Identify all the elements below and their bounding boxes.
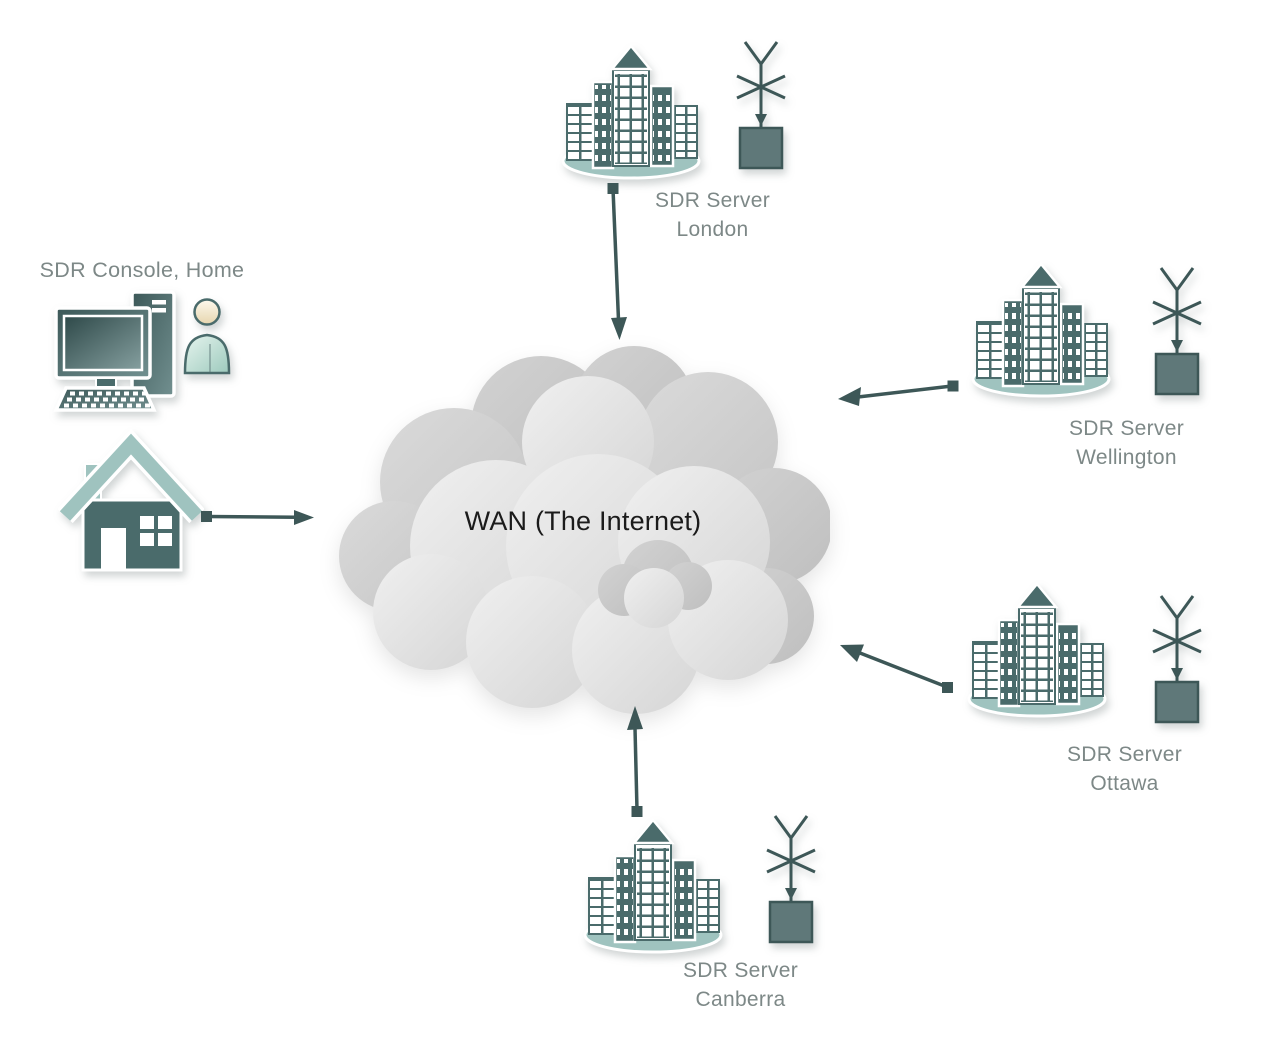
node-label-line2: Ottawa bbox=[1090, 772, 1159, 795]
console-home-label: SDR Console, Home bbox=[39, 258, 245, 282]
arrow-ottawa-to-wan bbox=[840, 644, 953, 693]
arrow-home-to-wan bbox=[201, 510, 314, 525]
node-label-line1: SDR Server bbox=[682, 959, 799, 982]
antenna-icon bbox=[1152, 595, 1202, 724]
wan-cloud bbox=[339, 346, 830, 714]
city-icon bbox=[583, 818, 723, 954]
person-icon bbox=[183, 298, 231, 375]
antenna-icon bbox=[736, 41, 786, 170]
node-label-london: SDR Server London bbox=[610, 186, 815, 244]
antenna-icon bbox=[766, 815, 816, 944]
node-label-line2: Canberra bbox=[695, 988, 786, 1011]
node-label-line2: Wellington bbox=[1076, 446, 1177, 469]
node-label-wellington: SDR Server Wellington bbox=[1024, 414, 1229, 472]
computer-icon bbox=[53, 290, 176, 412]
arrow-canberra-to-wan bbox=[627, 706, 643, 817]
antenna-icon bbox=[1152, 267, 1202, 396]
city-icon bbox=[561, 44, 701, 180]
arrow-london-to-wan bbox=[607, 183, 627, 340]
node-label-line1: SDR Server bbox=[1066, 743, 1183, 766]
city-icon bbox=[971, 262, 1111, 398]
node-label-ottawa: SDR Server Ottawa bbox=[1022, 740, 1227, 798]
city-icon bbox=[967, 582, 1107, 718]
wan-label: WAN (The Internet) bbox=[464, 506, 702, 536]
arrow-wellington-to-wan bbox=[838, 380, 959, 406]
node-label-line1: SDR Server bbox=[654, 189, 771, 212]
node-label-canberra: SDR Server Canberra bbox=[638, 956, 843, 1014]
node-label-line2: London bbox=[676, 218, 749, 241]
house-icon bbox=[58, 428, 204, 572]
node-label-line1: SDR Server bbox=[1068, 417, 1185, 440]
